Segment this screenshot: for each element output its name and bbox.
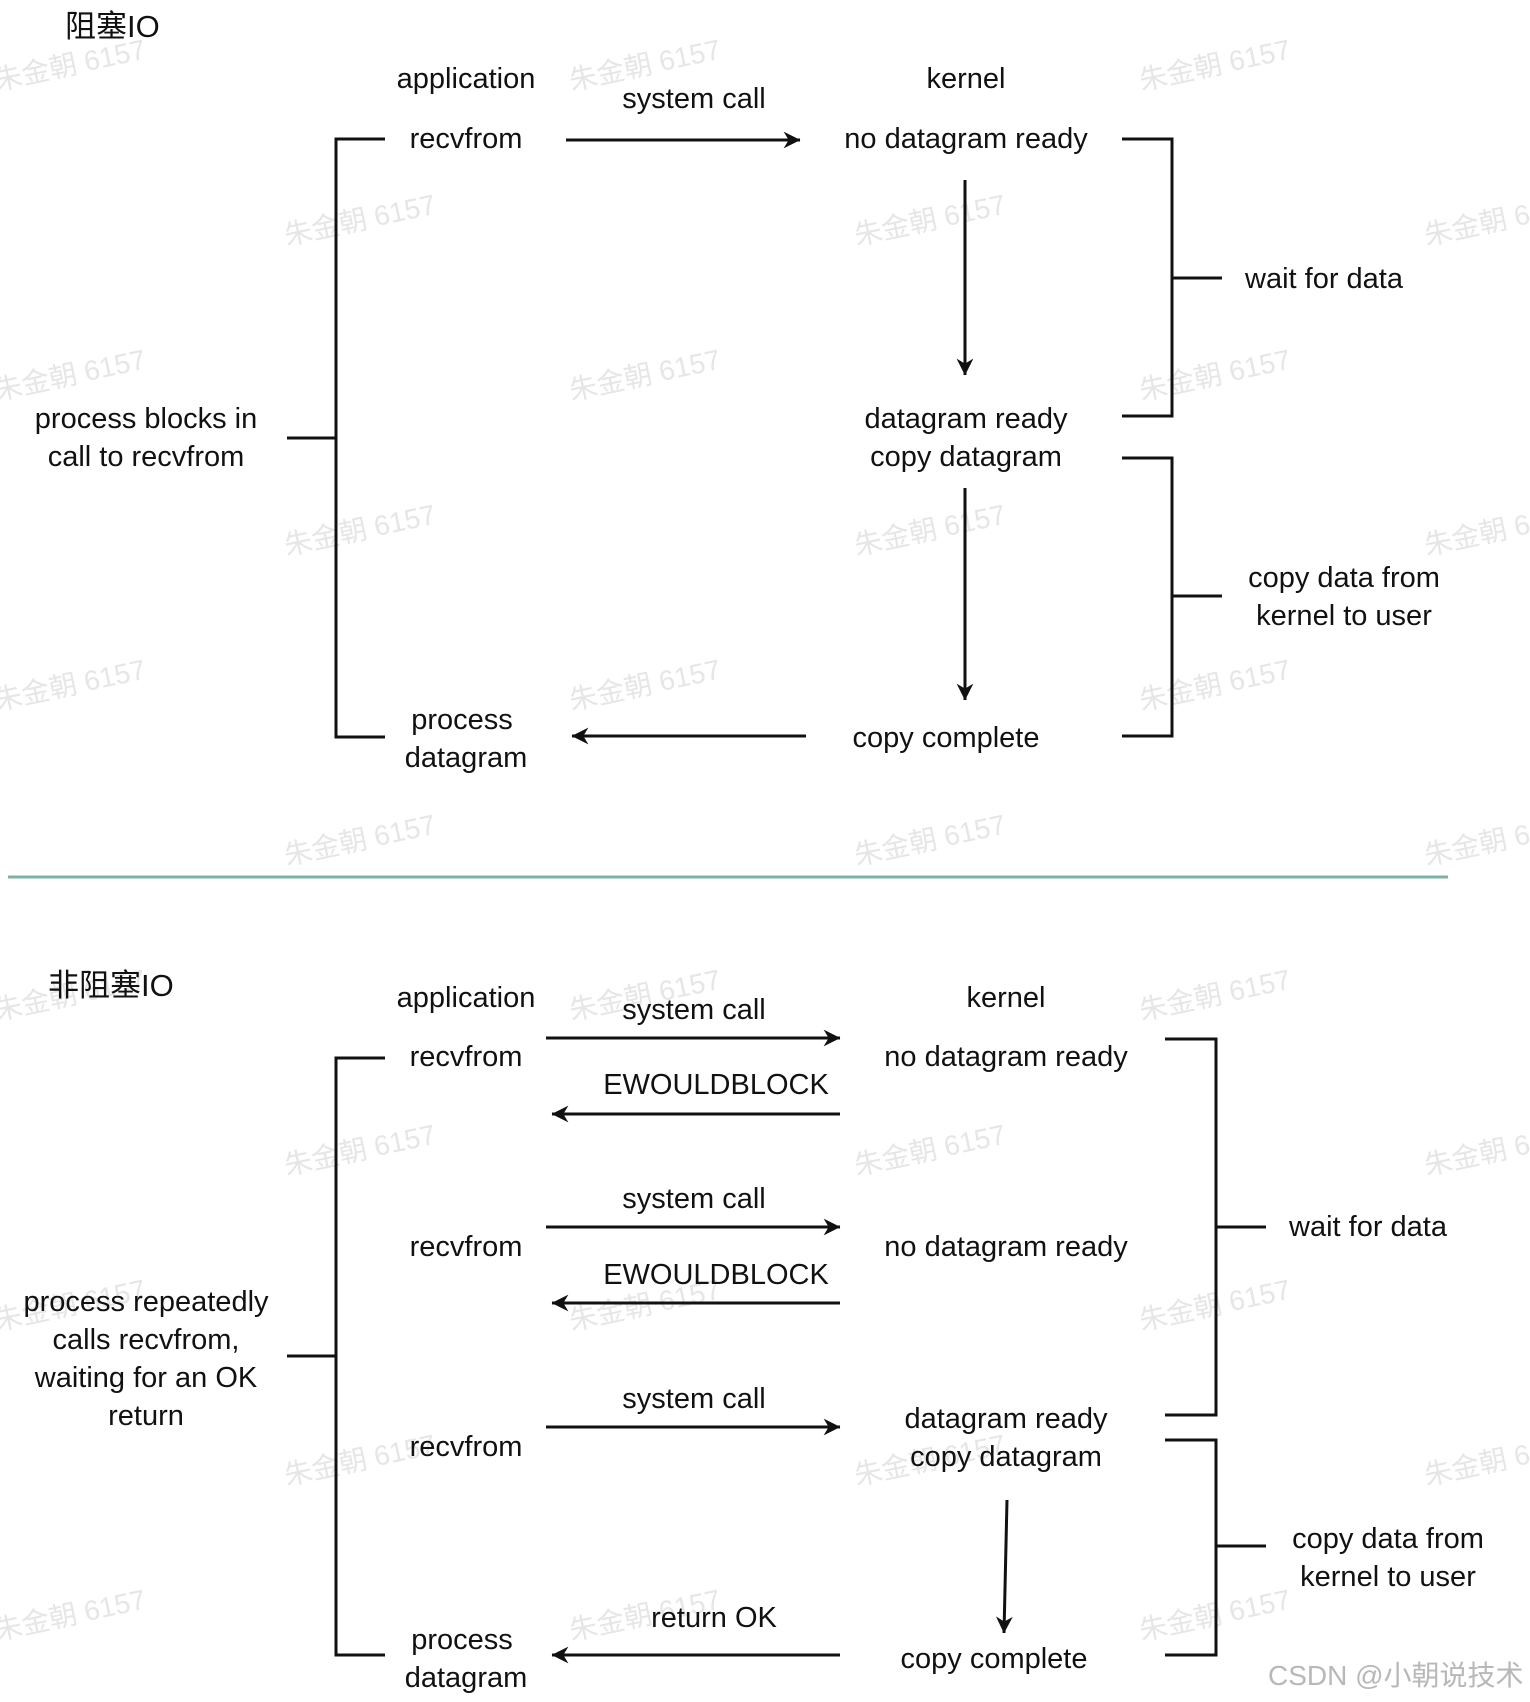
blocking-copy-note-1: copy data from <box>1248 562 1440 594</box>
nb-datagram-ready: datagram ready <box>904 1403 1108 1435</box>
nb-process-note-2: calls recvfrom, <box>52 1324 240 1356</box>
nb-process-note-1: process repeatedly <box>23 1286 269 1318</box>
nb-ewouldblock-1: EWOULDBLOCK <box>603 1069 829 1101</box>
nb-copy-arrow <box>995 1499 1013 1634</box>
nb-copy-note-2: kernel to user <box>1300 1561 1476 1593</box>
nb-recvfrom-2: recvfrom <box>409 1231 523 1263</box>
nb-copy-complete: copy complete <box>900 1643 1088 1675</box>
nb-copy-note-1: copy data from <box>1292 1523 1484 1555</box>
blocking-process-label-1: process <box>411 704 513 736</box>
blocking-copy-bracket <box>1122 456 1174 738</box>
blocking-wait-bracket <box>1122 137 1174 418</box>
nonblocking-title: 非阻塞IO <box>48 968 174 1003</box>
nb-ewouldblock-2: EWOULDBLOCK <box>603 1259 829 1291</box>
nb-return-ok: return OK <box>651 1602 777 1634</box>
blocking-no-datagram-ready: no datagram ready <box>844 123 1088 155</box>
nb-process-note-4: return <box>108 1400 184 1432</box>
blocking-title: 阻塞IO <box>65 9 160 44</box>
nb-process-label-1: process <box>411 1624 513 1656</box>
nonblocking-application-label: application <box>396 982 536 1014</box>
nb-copy-bracket <box>1165 1438 1218 1657</box>
blocking-copy-datagram: copy datagram <box>870 441 1062 473</box>
nonblocking-kernel-label: kernel <box>966 982 1046 1014</box>
blocking-copy-complete: copy complete <box>852 722 1040 754</box>
nb-recvfrom-3: recvfrom <box>409 1431 523 1463</box>
blocking-copy-note-2: kernel to user <box>1256 600 1432 632</box>
blocking-process-label-2: datagram <box>404 742 528 774</box>
nb-copy-datagram: copy datagram <box>910 1441 1102 1473</box>
nb-process-note-3: waiting for an OK <box>34 1362 258 1394</box>
blocking-wait-for-data: wait for data <box>1245 263 1403 295</box>
nb-system-call-3: system call <box>622 1383 766 1415</box>
blocking-process-bracket <box>334 137 385 739</box>
blocking-application-label: application <box>396 63 536 95</box>
nb-recvfrom-1: recvfrom <box>409 1041 523 1073</box>
nb-system-call-1: system call <box>622 994 766 1026</box>
blocking-datagram-ready: datagram ready <box>864 403 1068 435</box>
blocking-recvfrom: recvfrom <box>409 123 523 155</box>
nonblocking-process-bracket <box>334 1056 385 1657</box>
nb-system-call-2: system call <box>622 1183 766 1215</box>
nb-kernel-2: no datagram ready <box>884 1231 1128 1263</box>
nb-wait-bracket <box>1165 1037 1218 1417</box>
nb-process-label-2: datagram <box>404 1662 528 1694</box>
blocking-system-call-label: system call <box>622 83 766 115</box>
blocking-process-note-1: process blocks in <box>34 403 258 435</box>
blocking-process-note-2: call to recvfrom <box>47 441 245 473</box>
blocking-kernel-label: kernel <box>926 63 1006 95</box>
nb-wait-for-data: wait for data <box>1289 1211 1447 1243</box>
csdn-credit: CSDN @小朝说技术 <box>1268 1660 1524 1691</box>
nb-kernel-1: no datagram ready <box>884 1041 1128 1073</box>
